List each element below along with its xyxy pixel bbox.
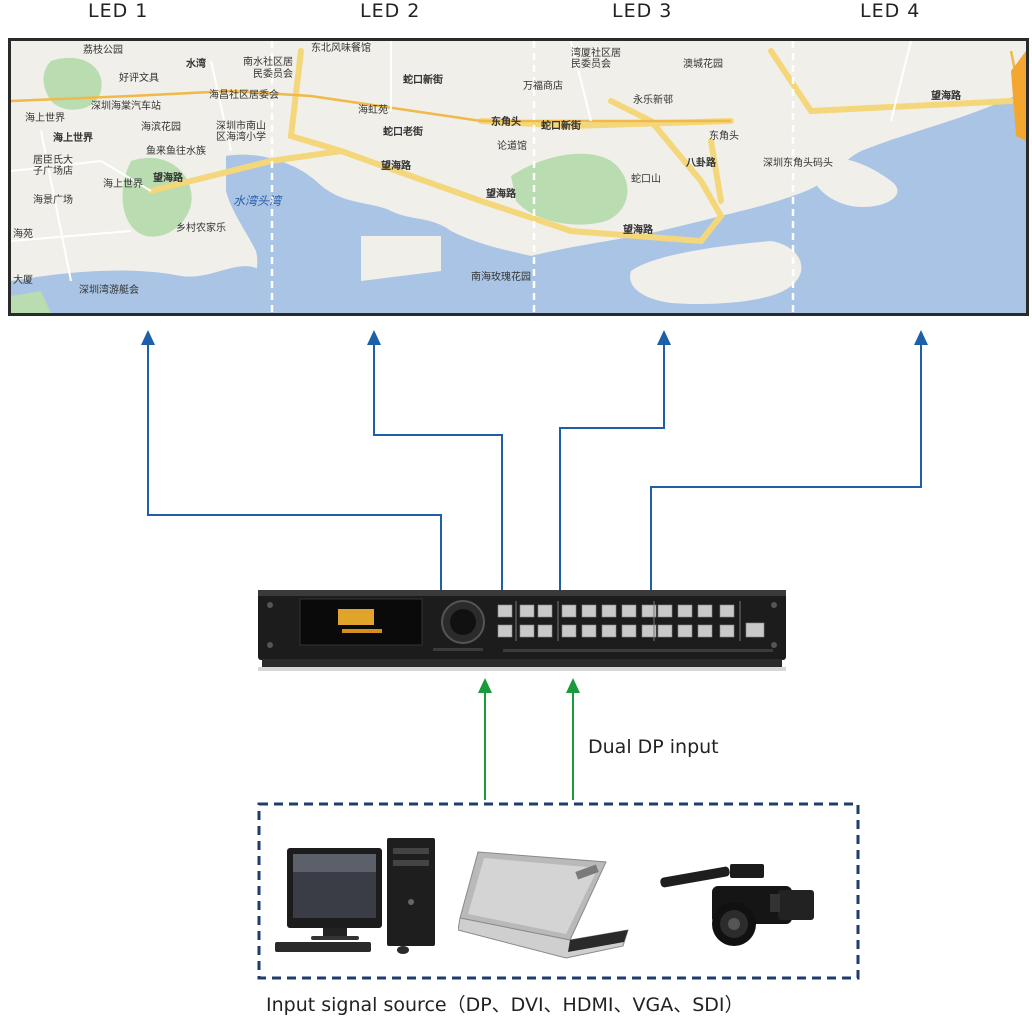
led-4-label: LED 4	[860, 0, 921, 22]
map-label: 望海路	[153, 171, 184, 184]
map-label: 望海路	[381, 159, 412, 172]
arrow-up-icon	[141, 330, 155, 345]
video-processor-device	[258, 590, 786, 671]
map-label: 蛇口老街	[383, 125, 423, 138]
map-label: 荔枝公园	[83, 43, 123, 56]
map-label: 蛇口山	[631, 172, 661, 185]
map-label: 深圳东角头码头	[763, 156, 833, 169]
desktop-computer-icon	[275, 838, 435, 954]
map-label: 深圳海棠汽车站	[91, 99, 161, 112]
input-source-box	[257, 802, 860, 980]
led-wall-map: 荔枝公园 水湾 南水社区居 民委员会 东北风味餐馆 好评文具 深圳海棠汽车站 海…	[8, 38, 1029, 316]
map-label: 好评文具	[119, 71, 159, 84]
map-label: 海苑	[13, 227, 33, 240]
map-label: 望海路	[486, 187, 517, 200]
map-label: 八卦路	[685, 156, 717, 169]
map-label: 南水社区居	[243, 55, 293, 68]
map-label: 大厦	[13, 273, 33, 286]
arrow-up-icon	[566, 678, 580, 693]
camcorder-icon	[660, 864, 814, 946]
map-label: 海上世界	[53, 131, 93, 144]
map-label: 蛇口新街	[541, 119, 581, 132]
map-label: 澳城花园	[683, 57, 723, 70]
arrow-up-icon	[657, 330, 671, 345]
map-label: 南海玫瑰花园	[471, 270, 531, 283]
map-label: 论道馆	[497, 139, 527, 152]
map-label: 居臣氏大	[33, 153, 73, 166]
map-label: 海滨花园	[141, 120, 181, 133]
map-label: 望海路	[931, 89, 962, 102]
map-label: 海虹苑	[358, 103, 388, 116]
arrow-up-icon	[914, 330, 928, 345]
map-label: 湾厦社区居	[571, 46, 621, 59]
map-label: 海上世界	[25, 111, 65, 124]
dual-dp-input-label: Dual DP input	[588, 736, 719, 758]
map-label: 海景广场	[33, 193, 73, 206]
map-label: 子广场店	[33, 164, 73, 177]
map-label: 东角头	[491, 115, 521, 128]
map-label: 鱼来鱼往水族	[146, 144, 206, 157]
laptop-icon	[458, 851, 629, 959]
map-label: 民委员会	[253, 67, 293, 80]
map-label: 深圳湾游艇会	[79, 283, 139, 296]
map-graphic: 荔枝公园 水湾 南水社区居 民委员会 东北风味餐馆 好评文具 深圳海棠汽车站 海…	[11, 41, 1026, 313]
map-label: 望海路	[623, 223, 654, 236]
map-label: 乡村农家乐	[176, 221, 226, 234]
map-label: 区海湾小学	[216, 130, 266, 143]
map-label: 东北风味餐馆	[311, 41, 371, 54]
led-2-label: LED 2	[360, 0, 421, 22]
map-label: 万福商店	[523, 79, 563, 92]
map-label: 东角头	[709, 129, 739, 142]
map-label: 海昌社区居委会	[209, 88, 279, 101]
map-label: 蛇口新街	[403, 73, 443, 86]
arrow-up-icon	[478, 678, 492, 693]
map-label: 深圳市南山	[216, 119, 266, 132]
led-3-label: LED 3	[612, 0, 673, 22]
map-label: 永乐新邨	[633, 93, 673, 106]
map-label: 海上世界	[103, 177, 143, 190]
map-label: 民委员会	[571, 57, 611, 70]
map-label: 水湾	[185, 57, 206, 70]
map-label: 水湾头湾	[233, 194, 283, 208]
led-1-label: LED 1	[88, 0, 149, 22]
input-signal-source-label: Input signal source（DP、DVI、HDMI、VGA、SDI）	[266, 994, 744, 1016]
arrow-up-icon	[367, 330, 381, 345]
